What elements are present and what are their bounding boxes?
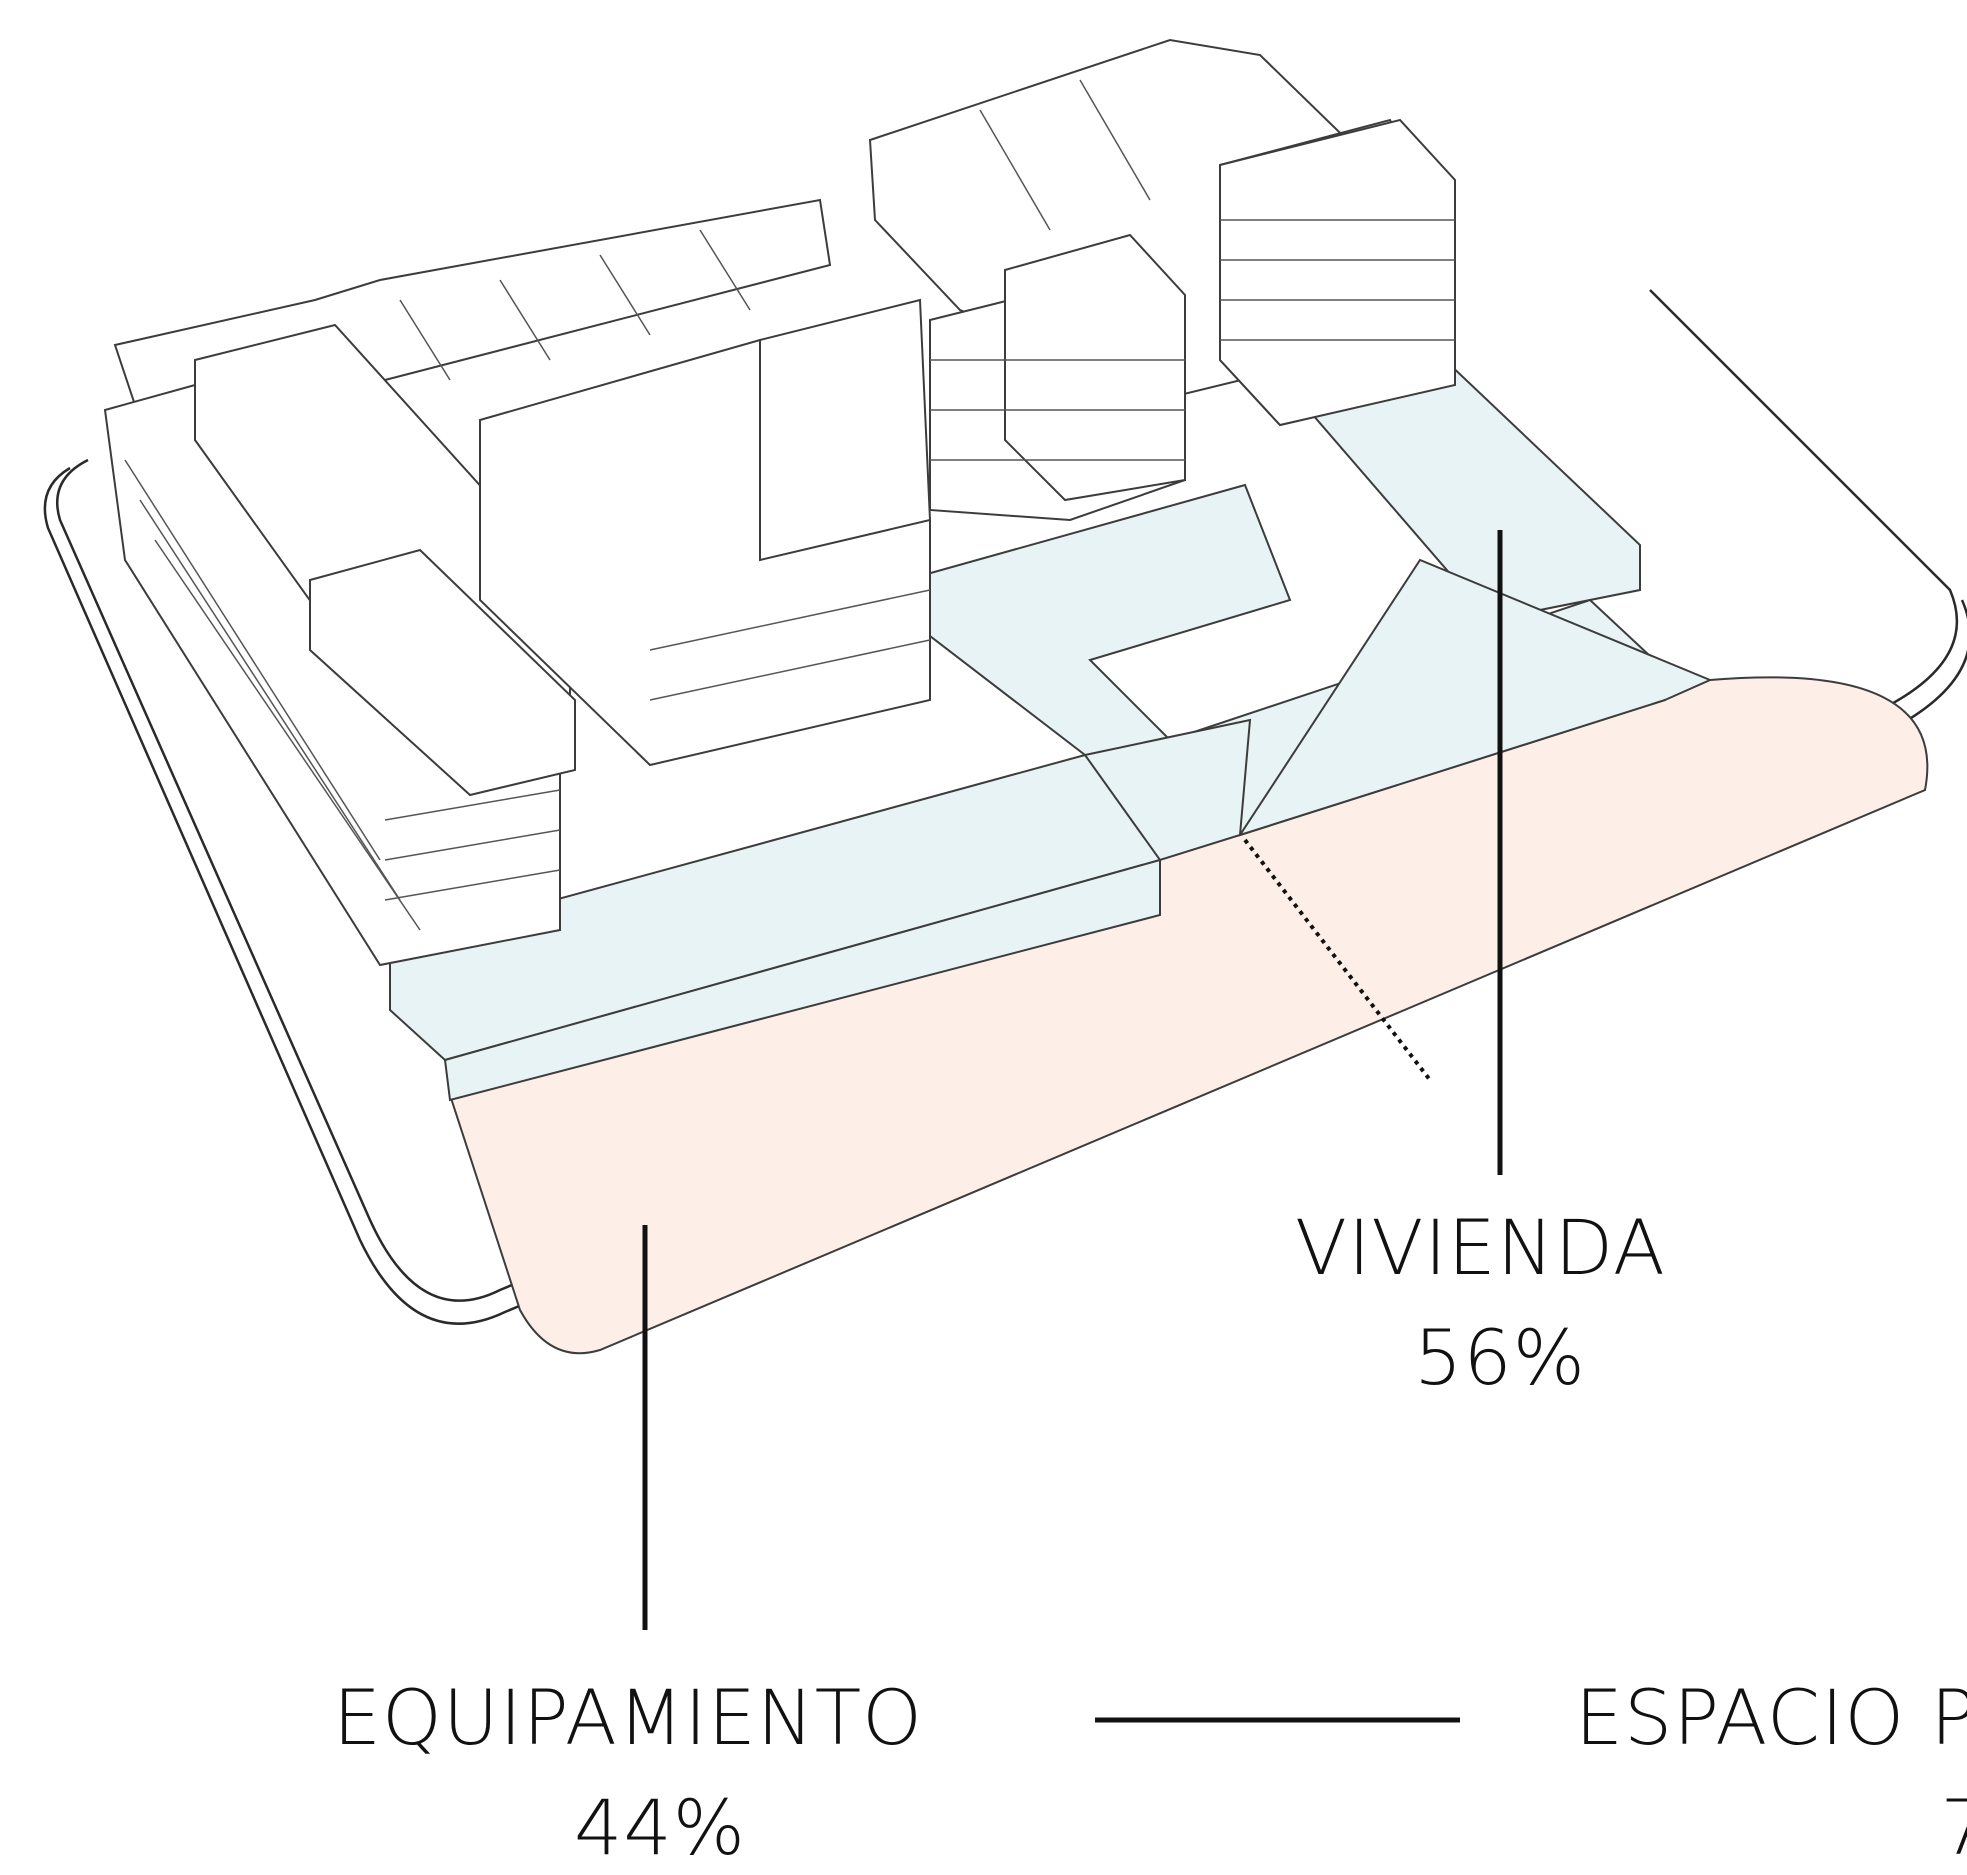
equipamiento-percent: 44% xyxy=(574,1783,746,1872)
vivienda-label: VIVIENDA xyxy=(1295,1203,1666,1292)
equipamiento-area xyxy=(448,676,1929,1355)
dotted-divider xyxy=(1243,838,1432,1082)
espacio-label: ESPACIO P xyxy=(1575,1673,1967,1762)
vivienda-area xyxy=(389,358,1713,1102)
leader-lines xyxy=(642,530,1503,1723)
buildings xyxy=(103,38,1456,967)
floor-lines xyxy=(124,79,1455,931)
espacio-percent: 7 xyxy=(1940,1783,1967,1872)
vivienda-percent: 56% xyxy=(1414,1313,1586,1402)
equipamiento-label: EQUIPAMIENTO xyxy=(333,1673,923,1762)
site-outline xyxy=(43,289,1967,1325)
